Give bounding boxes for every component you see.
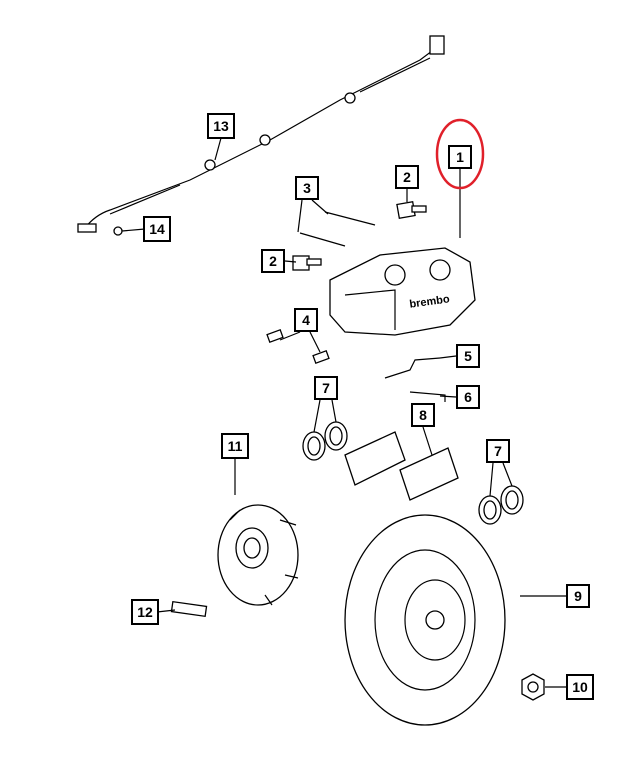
callout-10[interactable]: 10: [566, 674, 594, 700]
wheel-hub: [217, 504, 299, 606]
callout-1[interactable]: 1: [448, 145, 472, 169]
svg-text:4: 4: [302, 312, 310, 328]
piston-seals-left: [302, 421, 348, 461]
bleeder-screws: [266, 329, 330, 364]
svg-text:14: 14: [149, 221, 165, 237]
hub-nut: [521, 673, 545, 701]
svg-text:9: 9: [574, 588, 582, 604]
caliper-pins: [299, 211, 376, 247]
callout-14[interactable]: 14: [143, 216, 171, 242]
highlight-circle: [435, 118, 485, 190]
callout-7-right[interactable]: 7: [486, 439, 510, 463]
callout-12[interactable]: 12: [131, 599, 159, 625]
svg-text:7: 7: [494, 443, 502, 459]
callout-5[interactable]: 5: [456, 344, 480, 368]
svg-text:10: 10: [572, 679, 588, 695]
caliper-logo: brembo: [409, 293, 451, 311]
svg-text:3: 3: [303, 180, 311, 196]
svg-text:5: 5: [464, 348, 472, 364]
svg-text:11: 11: [228, 438, 243, 454]
callout-8[interactable]: 8: [411, 403, 435, 427]
svg-text:2: 2: [403, 169, 411, 185]
callout-6[interactable]: 6: [456, 385, 480, 409]
svg-text:1: 1: [456, 149, 464, 165]
svg-text:6: 6: [464, 389, 472, 405]
callout-2-lower[interactable]: 2: [261, 249, 285, 273]
brake-rotor: [344, 514, 506, 726]
svg-text:2: 2: [269, 253, 277, 269]
callout-4[interactable]: 4: [294, 308, 318, 332]
callout-3[interactable]: 3: [295, 176, 319, 200]
callout-9[interactable]: 9: [566, 584, 590, 608]
svg-text:7: 7: [322, 380, 330, 396]
wheel-stud: [170, 600, 208, 618]
brake-wear-sensor-cable: [77, 35, 445, 233]
leader-lines: [121, 137, 568, 688]
pad-shim: [409, 391, 446, 402]
callout-2-upper[interactable]: 2: [395, 165, 419, 189]
anti-rattle-clip: [384, 357, 441, 379]
callout-11[interactable]: 11: [221, 433, 249, 459]
cable-clip: [113, 226, 123, 236]
caliper-bolts: [292, 200, 427, 271]
svg-text:12: 12: [137, 604, 153, 620]
piston-seals-right: [478, 485, 524, 525]
svg-text:13: 13: [213, 118, 229, 134]
svg-text:8: 8: [419, 407, 427, 423]
brake-caliper: brembo: [329, 247, 476, 336]
brake-pads: [344, 431, 459, 501]
callout-13[interactable]: 13: [207, 113, 235, 139]
callout-7-left[interactable]: 7: [314, 376, 338, 400]
